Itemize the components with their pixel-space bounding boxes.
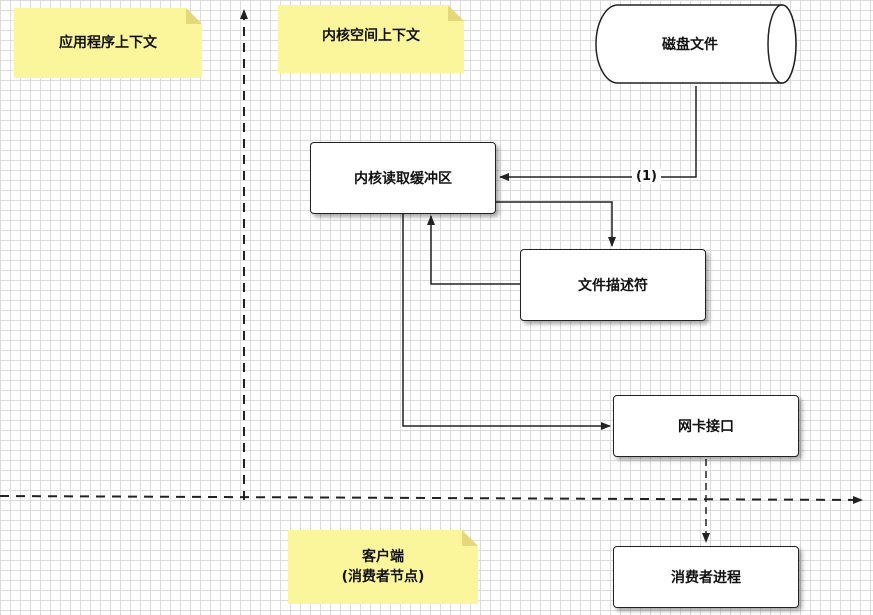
note-fold-corner (448, 5, 464, 21)
note-kernel-context-text: 内核空间上下文 (322, 28, 420, 44)
note-app-context: 应用程序上下文 (14, 8, 202, 78)
connector-disk-to-buffer (499, 86, 697, 181)
node-kernel-read-buffer: 内核读取缓冲区 (310, 142, 496, 214)
connector-descriptor-to-buffer (427, 215, 521, 285)
horizontal-boundary-divider (0, 495, 863, 504)
note-app-context-text: 应用程序上下文 (59, 35, 157, 51)
connector-buffer-to-descriptor (496, 201, 616, 247)
edge-label-disk-to-buffer: (1) (632, 169, 661, 184)
note-kernel-context: 内核空间上下文 (278, 5, 464, 73)
node-file-descriptor: 文件描述符 (520, 249, 706, 321)
node-disk-file: 磁盘文件 (610, 5, 770, 83)
note-client: 客户端 (消费者节点) (288, 530, 478, 604)
node-nic-interface-label: 网卡接口 (678, 419, 734, 435)
note-fold-corner (186, 8, 202, 24)
note-client-line1: 客户端 (362, 549, 404, 565)
edge-label-disk-to-buffer-text: (1) (636, 169, 657, 184)
node-disk-file-label: 磁盘文件 (662, 37, 718, 53)
node-consumer-process: 消费者进程 (613, 546, 799, 608)
node-file-descriptor-label: 文件描述符 (578, 278, 648, 294)
note-fold-corner (462, 530, 478, 546)
node-consumer-process-label: 消费者进程 (671, 570, 741, 586)
node-nic-interface: 网卡接口 (613, 395, 799, 457)
note-client-line2: (消费者节点) (341, 569, 425, 585)
node-kernel-read-buffer-label: 内核读取缓冲区 (354, 171, 452, 187)
